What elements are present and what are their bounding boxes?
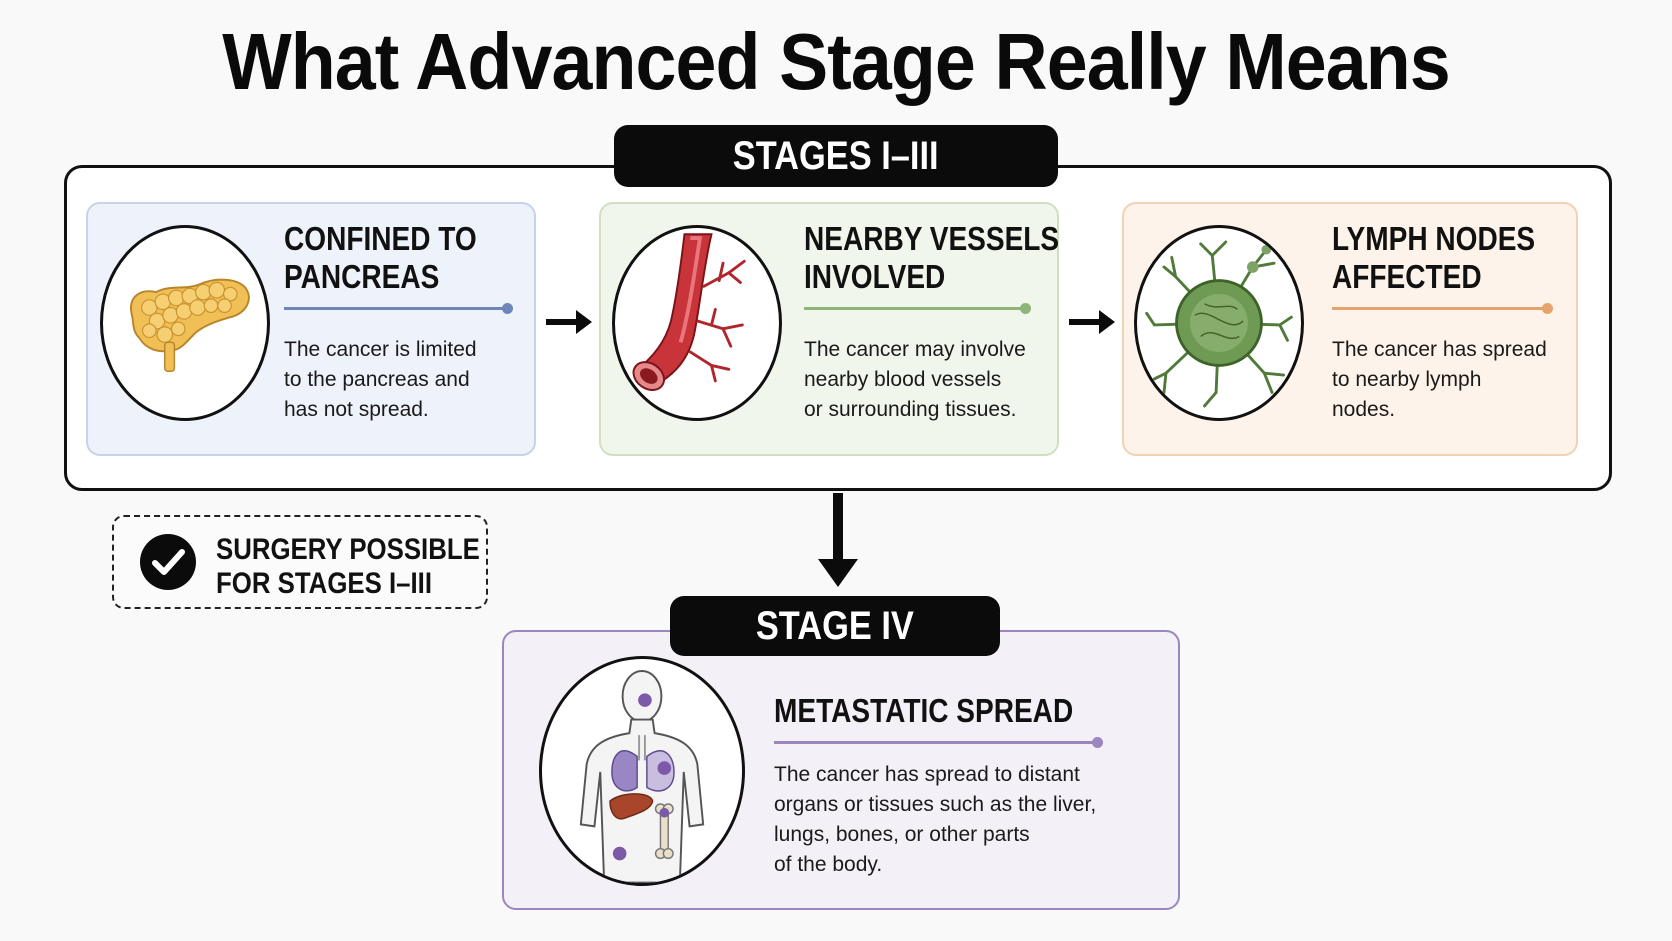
card-title: NEARBY VESSELS INVOLVED — [804, 220, 1060, 295]
surgery-note-text: SURGERY POSSIBLE FOR STAGES I–III — [216, 533, 480, 600]
card-title: LYMPH NODES AFFECTED — [1332, 220, 1536, 295]
accent-rule — [284, 303, 513, 314]
accent-rule — [1332, 303, 1553, 314]
card-title: METASTATIC SPREAD — [774, 692, 1074, 729]
checkmark-icon — [140, 534, 196, 590]
right-arrow-icon — [546, 310, 592, 334]
card-title: CONFINED TO PANCREAS — [284, 220, 477, 295]
human-body-icon — [539, 656, 745, 886]
lymph-node-icon — [1134, 225, 1304, 421]
stage-iv-label: STAGE IV — [670, 596, 1000, 656]
card-body: The cancer has spread to nearby lymph no… — [1332, 338, 1547, 421]
right-arrow-icon — [1069, 310, 1115, 334]
card-body: The cancer is limited to the pancreas an… — [284, 338, 477, 421]
card-body: The cancer may involve nearby blood vess… — [804, 338, 1026, 421]
accent-rule — [774, 737, 1103, 748]
pancreas-icon — [100, 225, 270, 421]
down-arrow-icon — [818, 493, 858, 587]
blood-vessel-icon — [612, 225, 782, 421]
card-body: The cancer has spread to distant organs … — [774, 763, 1097, 876]
page-title: What Advanced Stage Really Means — [222, 17, 1451, 106]
accent-rule — [804, 303, 1031, 314]
stages-label: STAGES I–III — [614, 125, 1058, 187]
surgery-note: SURGERY POSSIBLE FOR STAGES I–III — [112, 515, 488, 609]
